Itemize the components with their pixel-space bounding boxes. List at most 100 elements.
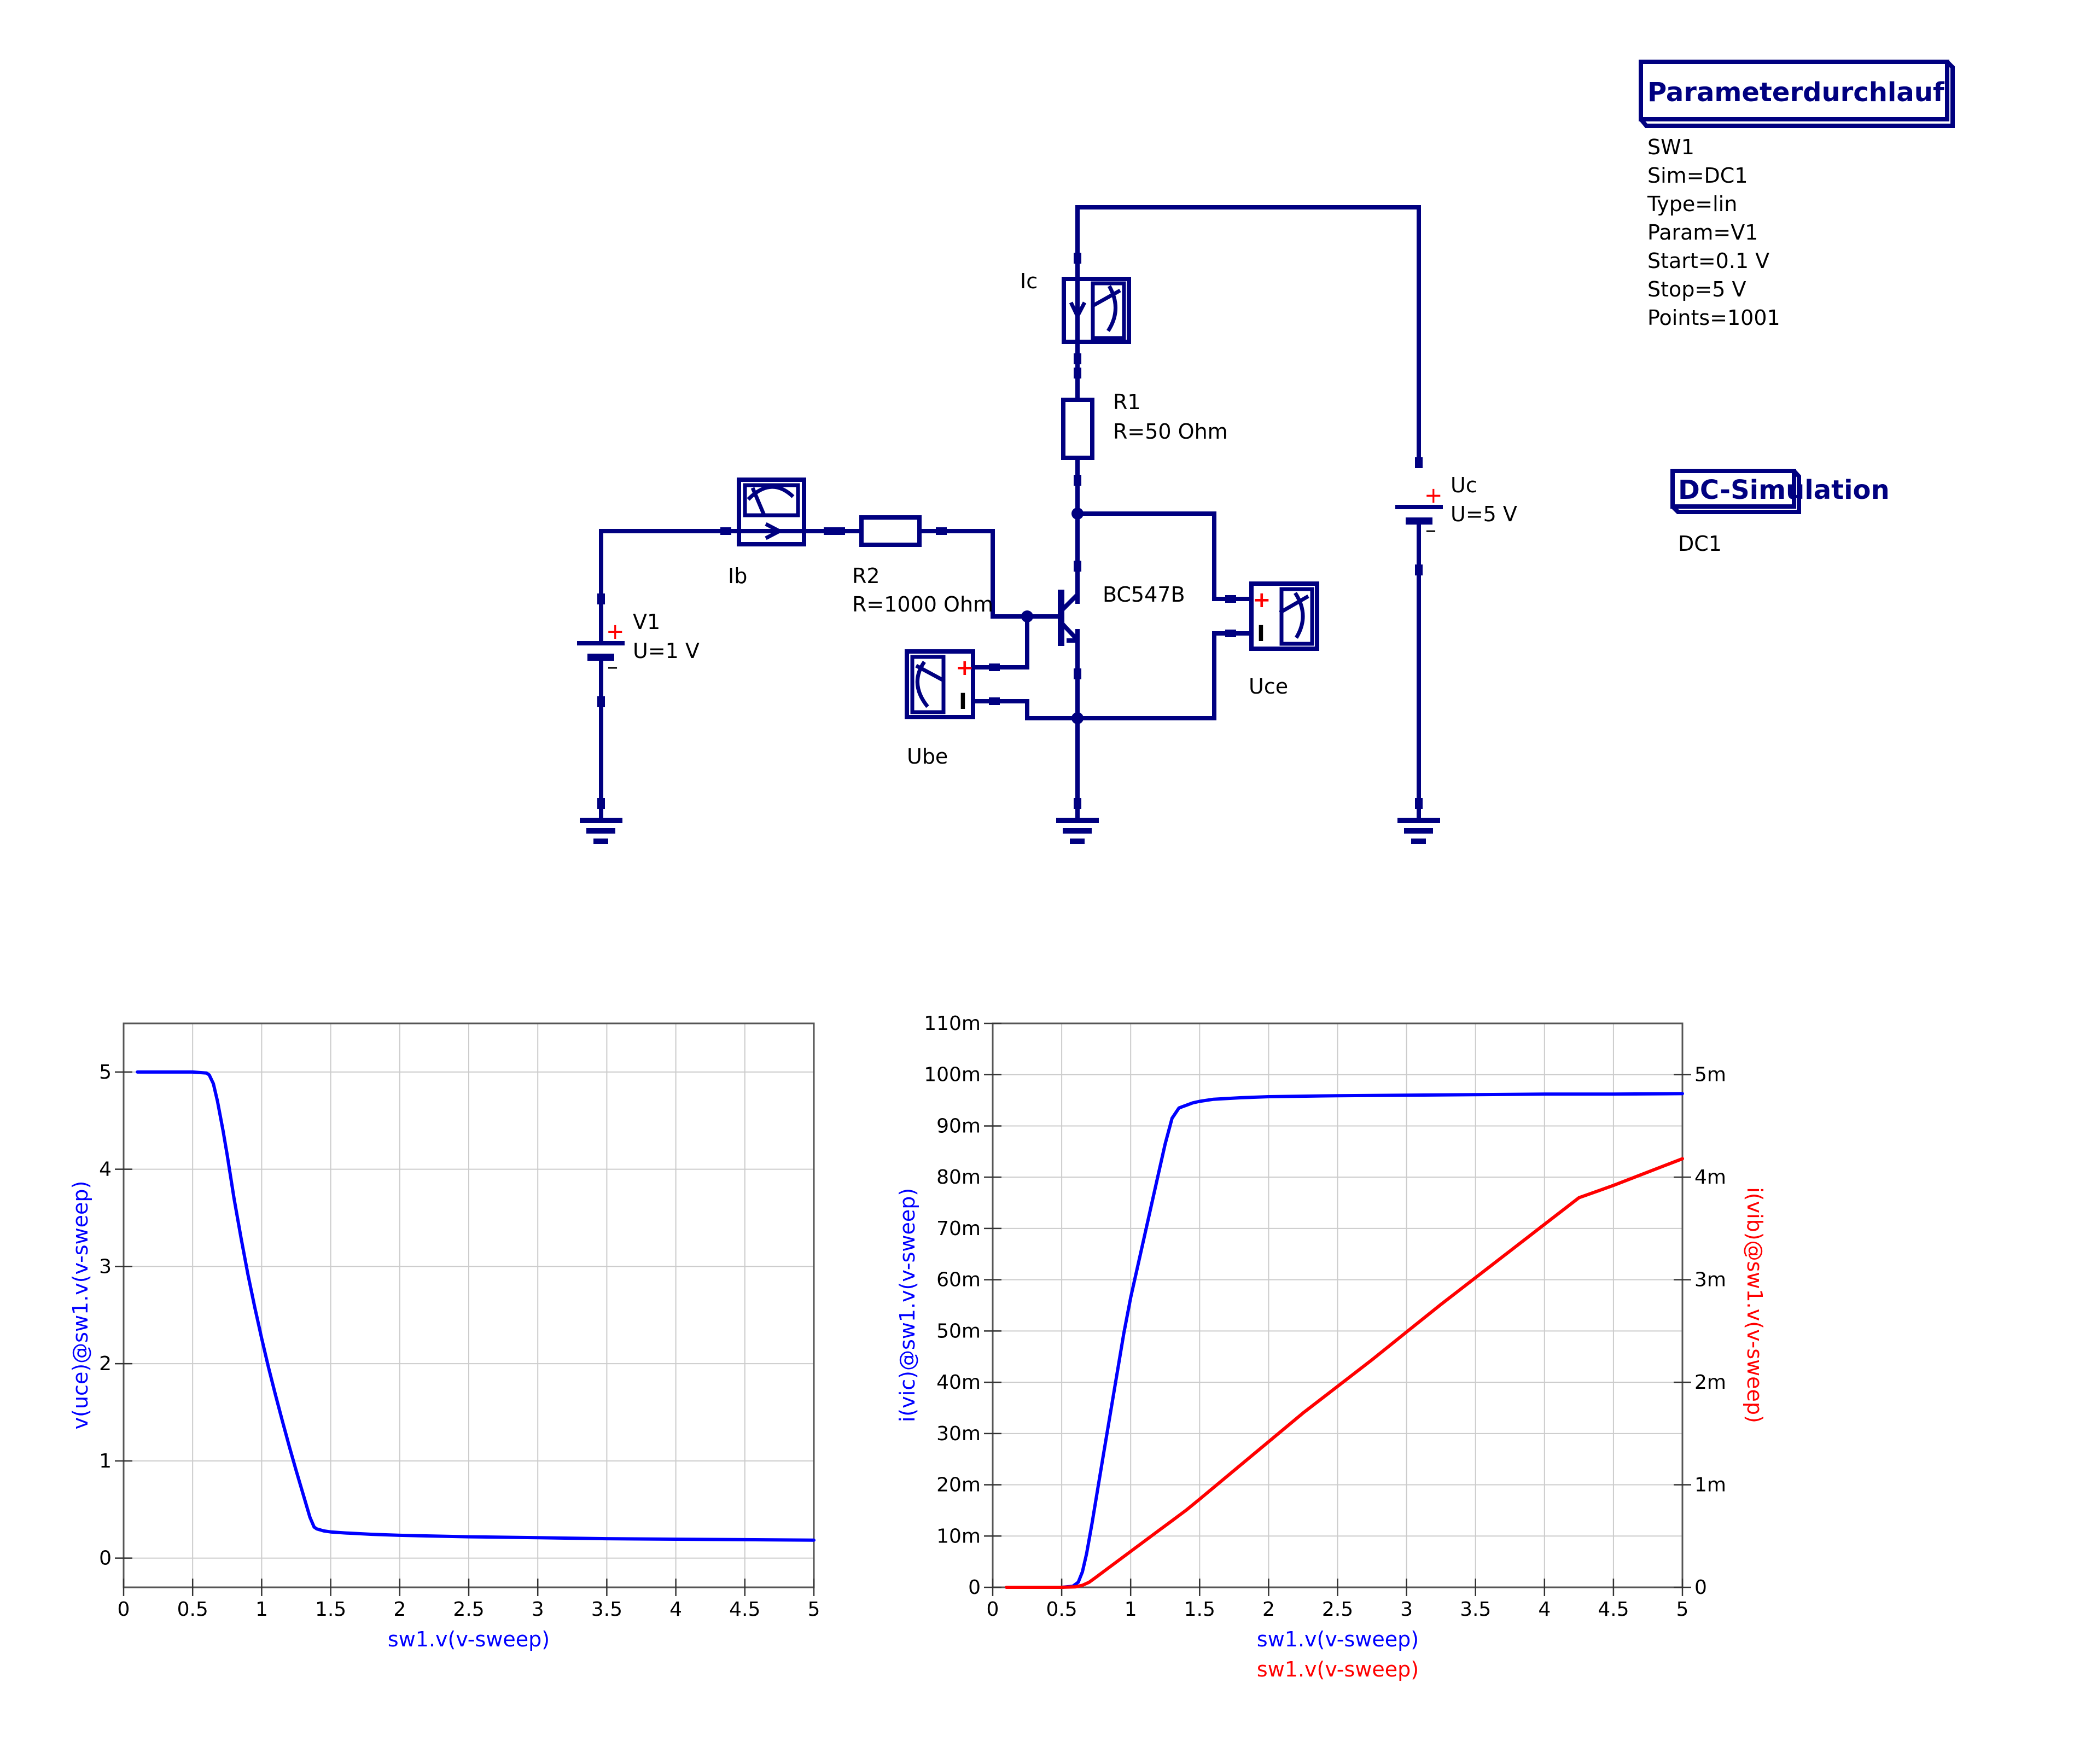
port	[1074, 253, 1081, 264]
x-tick-label: 4	[669, 1598, 682, 1621]
port	[936, 527, 947, 535]
ground-bar	[1411, 839, 1426, 844]
y-tick-label: 5	[99, 1061, 112, 1084]
port	[989, 663, 1000, 671]
junction-base	[1021, 610, 1033, 622]
meter-display	[910, 655, 946, 714]
junction-collector	[1071, 508, 1084, 520]
battery-v1[interactable]: + – V1 U=1 V	[577, 610, 700, 679]
v1-value-label: U=1 V	[633, 639, 700, 663]
port	[1074, 668, 1081, 679]
wire-uce-emitter[interactable]	[1075, 631, 1251, 720]
plus-sign: +	[1424, 483, 1443, 508]
transistor-base-bar	[1058, 590, 1064, 646]
x-tick-label: 2	[393, 1598, 406, 1621]
y-tick-label-right: 1m	[1694, 1474, 1726, 1497]
voltmeter-body	[1249, 581, 1319, 651]
dc-prop: DC1	[1678, 532, 1722, 556]
ammeter-ic[interactable]: Ic	[1020, 269, 1131, 344]
y-tick-label-right: 2m	[1694, 1371, 1726, 1394]
x-tick-label: 5	[1676, 1598, 1689, 1621]
port	[824, 527, 835, 535]
resistor-body	[859, 515, 922, 547]
voltmeter-ube[interactable]: + I Ube	[905, 649, 975, 769]
sweep-block-title: Parameterdurchlauf	[1647, 77, 1945, 108]
y-tick-label: 110m	[924, 1012, 981, 1035]
x-tick-label: 0	[118, 1598, 130, 1621]
minus-sign: I	[959, 689, 967, 714]
dc-simulation-block[interactable]: DC-Simulation DC1	[1670, 469, 1890, 556]
y-tick-label: 60m	[936, 1269, 981, 1291]
port	[1074, 368, 1081, 379]
x-tick-label: 3	[532, 1598, 544, 1621]
port	[1074, 475, 1081, 486]
y-tick-label: 1	[99, 1450, 112, 1472]
y-tick-label: 10m	[936, 1525, 981, 1547]
x-tick-label: 0	[987, 1598, 999, 1621]
minus-sign: –	[1425, 517, 1436, 543]
arrow-down-icon	[1069, 301, 1087, 321]
port	[597, 696, 605, 707]
plus-sign: +	[956, 655, 974, 680]
port	[1074, 353, 1081, 364]
ground-bar	[1070, 839, 1085, 844]
y-tick-label-right: 3m	[1694, 1269, 1726, 1291]
port	[597, 798, 605, 809]
x-tick-label: 0.5	[1046, 1598, 1077, 1621]
minus-sign: –	[607, 654, 618, 679]
port	[989, 697, 1000, 705]
uc-value-label: U=5 V	[1451, 502, 1517, 526]
y-tick-label: 4	[99, 1158, 112, 1181]
resistor-body	[1061, 398, 1094, 460]
meter-scale-arc	[747, 485, 795, 501]
wire-base-ube[interactable]	[973, 614, 1029, 669]
y-tick-label: 40m	[936, 1371, 981, 1394]
resistor-r2[interactable]: R2 R=1000 Ohm	[852, 515, 993, 616]
ammeter-ib[interactable]: Ib	[728, 478, 806, 588]
resistor-r1[interactable]: R1 R=50 Ohm	[1061, 390, 1228, 460]
ports	[597, 253, 1423, 809]
y-tick-label-right: 0	[1694, 1576, 1707, 1599]
wires	[599, 205, 1421, 823]
port	[1074, 798, 1081, 809]
ground-bar	[1056, 818, 1099, 823]
voltmeter-uce[interactable]: + I Uce	[1249, 581, 1319, 698]
meter-needle	[1092, 288, 1121, 308]
meter-scale-arc	[1294, 592, 1305, 639]
ground-bar	[1063, 828, 1092, 834]
x-tick-label: 3	[1400, 1598, 1413, 1621]
meter-scale-arc	[1106, 285, 1117, 332]
wire-ube-emitter[interactable]	[973, 699, 1080, 720]
x-axis-label: sw1.v(v-sweep)	[388, 1627, 550, 1651]
y-tick-label-right: 5m	[1694, 1064, 1726, 1086]
ground-bar	[1397, 818, 1440, 823]
x-tick-label: 4	[1538, 1598, 1551, 1621]
ground-bar	[1404, 828, 1433, 834]
transistor-bc547b[interactable]: BC547B	[1058, 583, 1185, 646]
meter-display	[1279, 587, 1314, 646]
x-tick-label: 2.5	[453, 1598, 484, 1621]
ground-uc	[1397, 818, 1440, 844]
wire-top[interactable]	[1075, 205, 1421, 465]
transistor-label: BC547B	[1103, 583, 1185, 607]
port	[1225, 630, 1236, 637]
sweep-prop: Stop=5 V	[1647, 277, 1746, 301]
wire-v1-ib[interactable]	[599, 529, 739, 645]
transistor-collector-lead	[1059, 593, 1079, 613]
chart-grid	[124, 1023, 814, 1587]
arrow-right-icon	[765, 522, 784, 540]
y-tick-label: 90m	[936, 1115, 981, 1137]
sweep-block[interactable]: Parameterdurchlauf SW1 Sim=DC1 Type=lin …	[1639, 60, 1955, 330]
battery-uc[interactable]: + – Uc U=5 V	[1395, 473, 1517, 543]
ground-bar	[580, 818, 622, 823]
ib-label: Ib	[728, 564, 747, 588]
y-tick-label-right: 4m	[1694, 1166, 1726, 1189]
y-tick-label: 70m	[936, 1218, 981, 1240]
meter-needle	[750, 487, 767, 517]
x-tick-label: 1.5	[1184, 1598, 1215, 1621]
sweep-prop: Sim=DC1	[1647, 164, 1748, 188]
port	[1415, 798, 1423, 809]
x-tick-label: 5	[808, 1598, 820, 1621]
